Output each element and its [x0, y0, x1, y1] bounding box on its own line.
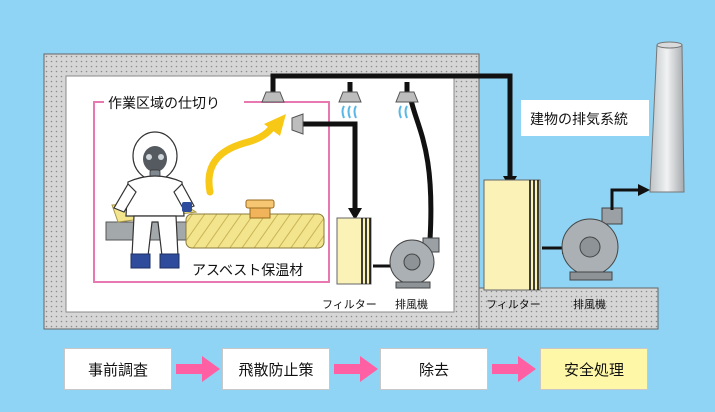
fan-to-chimney-arrow [610, 184, 650, 210]
ceiling-vent-right [395, 91, 419, 119]
filter-right-label: フィルター [486, 298, 541, 311]
chimney [649, 41, 685, 193]
filter-left [336, 217, 372, 285]
fan-right [561, 207, 623, 281]
building-right-room [478, 287, 659, 330]
ceiling-vent-left [261, 91, 285, 103]
flow-arrow-icon [334, 356, 378, 382]
flow-arrow-icon [176, 356, 220, 382]
filter-right [483, 179, 541, 291]
partition-label: 作業区域の仕切り [108, 96, 220, 112]
building-exhaust-label: 建物の排気系統 [530, 112, 628, 128]
filter-left-label: フィルター [322, 298, 377, 311]
flow-step-safe-disposal: 安全処理 [540, 348, 648, 390]
worker-figure [113, 131, 195, 269]
airflow-arrow [205, 114, 286, 196]
exhaust-ducts [270, 73, 513, 241]
fan-left [389, 237, 440, 289]
fan-right-label: 排風機 [573, 297, 606, 311]
suction-hood [291, 113, 304, 135]
ceiling-vent-middle [338, 91, 362, 119]
flow-arrow-icon [492, 356, 536, 382]
fan-left-label: 排風機 [395, 297, 428, 311]
flow-step-prevention: 飛散防止策 [222, 348, 330, 390]
building-exhaust-label-bg [521, 100, 649, 136]
work-area-partition [93, 101, 330, 283]
flow-step-removal: 除去 [380, 348, 488, 390]
partition-label-bg [104, 92, 244, 112]
asbestos-label: アスベスト保温材 [192, 263, 303, 279]
flow-step-survey: 事前調査 [64, 348, 172, 390]
